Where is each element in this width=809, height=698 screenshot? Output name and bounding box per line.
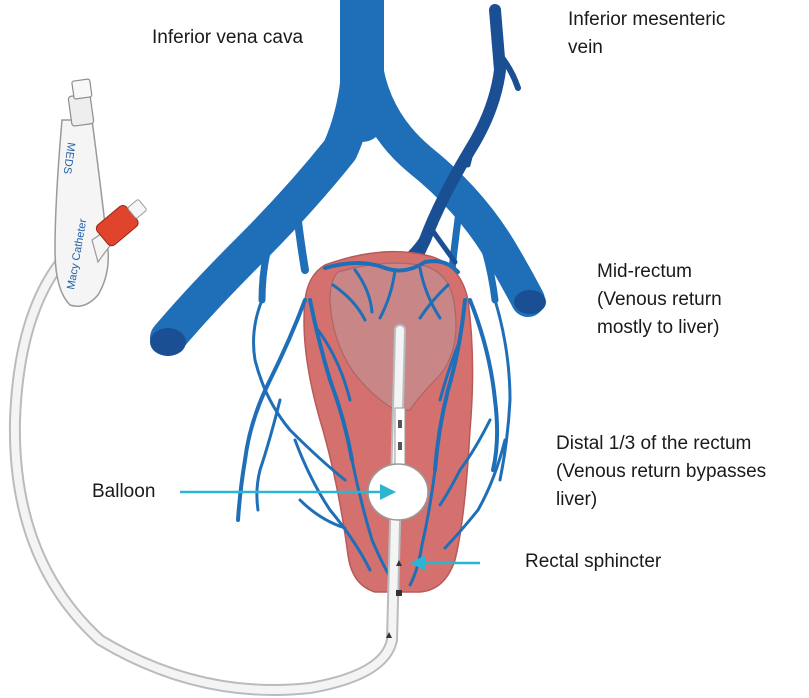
label-inferior-mesenteric-vein: Inferior mesenteric vein bbox=[568, 6, 725, 62]
label-rectal-sphincter: Rectal sphincter bbox=[525, 548, 661, 576]
label-inferior-vena-cava: Inferior vena cava bbox=[152, 24, 303, 52]
label-mid-rectum: Mid-rectum (Venous return mostly to live… bbox=[597, 258, 722, 342]
label-distal-rectum: Distal 1/3 of the rectum (Venous return … bbox=[556, 430, 766, 514]
label-balloon: Balloon bbox=[92, 478, 155, 506]
